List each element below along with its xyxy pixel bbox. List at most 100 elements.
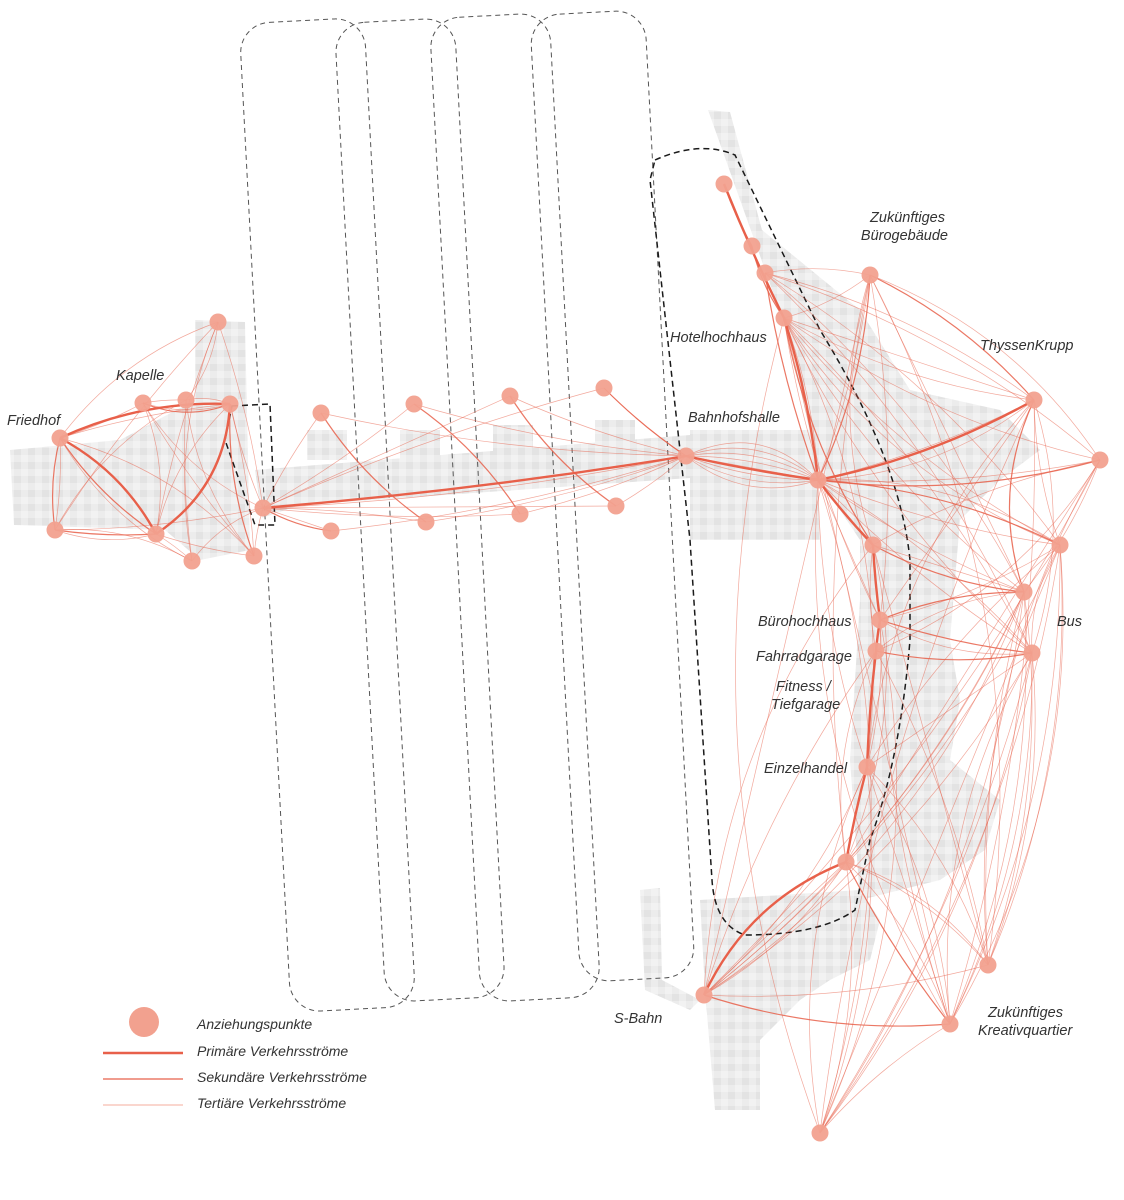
legend-primary-label: Primäre Verkehrsströme	[197, 1043, 348, 1059]
flow-line	[783, 317, 1035, 401]
flow-line	[817, 479, 872, 1134]
attraction-point	[254, 499, 272, 517]
flow-line	[1031, 399, 1054, 654]
flow-line	[879, 591, 1025, 621]
flow-line	[229, 403, 255, 557]
flow-line	[817, 399, 1035, 481]
flow-line	[229, 403, 264, 509]
site-areas	[10, 110, 1040, 1110]
flow-line	[845, 861, 989, 966]
flow-line	[819, 399, 1035, 1134]
label-fitness-line2: Tiefgarage	[771, 697, 840, 713]
attraction-point	[147, 525, 165, 543]
flow-line	[817, 479, 874, 546]
flow-line	[703, 652, 1033, 996]
attraction-point	[1023, 644, 1041, 662]
flow-line	[54, 399, 187, 531]
flow-line	[184, 321, 219, 562]
flow-line	[819, 652, 1033, 1134]
flow-line	[783, 317, 874, 768]
flow-line	[845, 861, 951, 1025]
flow-line	[949, 399, 1035, 1025]
flow-line	[872, 544, 1025, 593]
flow-line	[845, 861, 989, 966]
flow-line	[685, 455, 819, 484]
flow-line	[262, 395, 511, 509]
flow-line	[817, 479, 868, 768]
legend-secondary-label: Sekundäre Verkehrsströme	[197, 1069, 367, 1085]
flow-line	[262, 507, 521, 517]
flow-line	[320, 412, 427, 523]
flow-line	[519, 455, 687, 515]
flow-line	[262, 505, 617, 509]
flow-line	[229, 403, 255, 557]
flow-line	[817, 479, 1061, 546]
flow-line	[782, 317, 820, 481]
flow-line	[875, 650, 1033, 661]
flow-line	[869, 274, 1035, 401]
flow-line	[54, 507, 264, 531]
attraction-point	[695, 986, 713, 1004]
flow-line	[685, 455, 819, 481]
flow-line	[879, 619, 1033, 654]
attraction-point	[405, 395, 423, 413]
flow-line	[817, 274, 871, 481]
flow-line	[866, 766, 951, 1025]
flow-line	[783, 317, 1033, 654]
flow-line	[185, 321, 219, 401]
flow-line	[783, 317, 1033, 654]
flow-line	[262, 412, 322, 509]
area-east	[708, 110, 1040, 900]
flow-line	[155, 403, 232, 535]
flow-line	[320, 412, 687, 457]
legend-tertiary-label: Tertiäre Verkehrsströme	[197, 1095, 346, 1111]
flow-line	[817, 398, 1035, 482]
flow-line	[262, 403, 415, 509]
flow-line	[54, 437, 61, 531]
flow-line	[866, 619, 882, 768]
flow-line	[817, 459, 1101, 487]
flow-line	[946, 652, 1033, 1025]
flow-line	[413, 403, 521, 515]
flow-line	[685, 452, 819, 481]
flow-line	[703, 861, 847, 996]
flow-line	[702, 860, 847, 996]
flow-line	[866, 766, 989, 966]
flow-line	[764, 272, 1025, 593]
flow-line	[817, 479, 1033, 654]
flow-line	[51, 437, 61, 531]
flow-line	[217, 321, 264, 509]
flow-line	[142, 402, 231, 413]
attraction-point	[715, 175, 733, 193]
flow-line	[155, 533, 255, 557]
flow-line	[783, 317, 1101, 461]
flow-line	[783, 317, 1061, 546]
label-kreativ-line2: Kreativquartier	[978, 1023, 1073, 1039]
flow-line	[845, 459, 1101, 863]
attraction-point	[677, 447, 695, 465]
attraction-points	[46, 175, 1109, 1142]
flow-line	[872, 544, 989, 966]
flow-line	[844, 766, 869, 863]
flow-line	[59, 321, 219, 439]
flow-line	[865, 650, 878, 768]
flow-line	[783, 317, 1025, 593]
attraction-point	[941, 1015, 959, 1033]
attraction-point	[1015, 583, 1033, 601]
flow-line	[1008, 399, 1035, 593]
attraction-point	[46, 521, 64, 539]
flow-line	[764, 272, 1033, 654]
flow-line	[54, 321, 219, 531]
label-thyssenkrupp: ThyssenKrupp	[980, 338, 1074, 354]
flow-line	[866, 399, 1035, 768]
attraction-point	[858, 758, 876, 776]
flow-line	[59, 403, 231, 439]
flow-line	[819, 1023, 951, 1134]
attraction-point	[1051, 536, 1069, 554]
flow-line	[987, 591, 1033, 966]
attraction-point	[511, 505, 529, 523]
flow-line	[59, 437, 157, 535]
flow-line	[819, 652, 1033, 1134]
flow-line	[685, 455, 819, 481]
flow-line	[54, 529, 157, 536]
